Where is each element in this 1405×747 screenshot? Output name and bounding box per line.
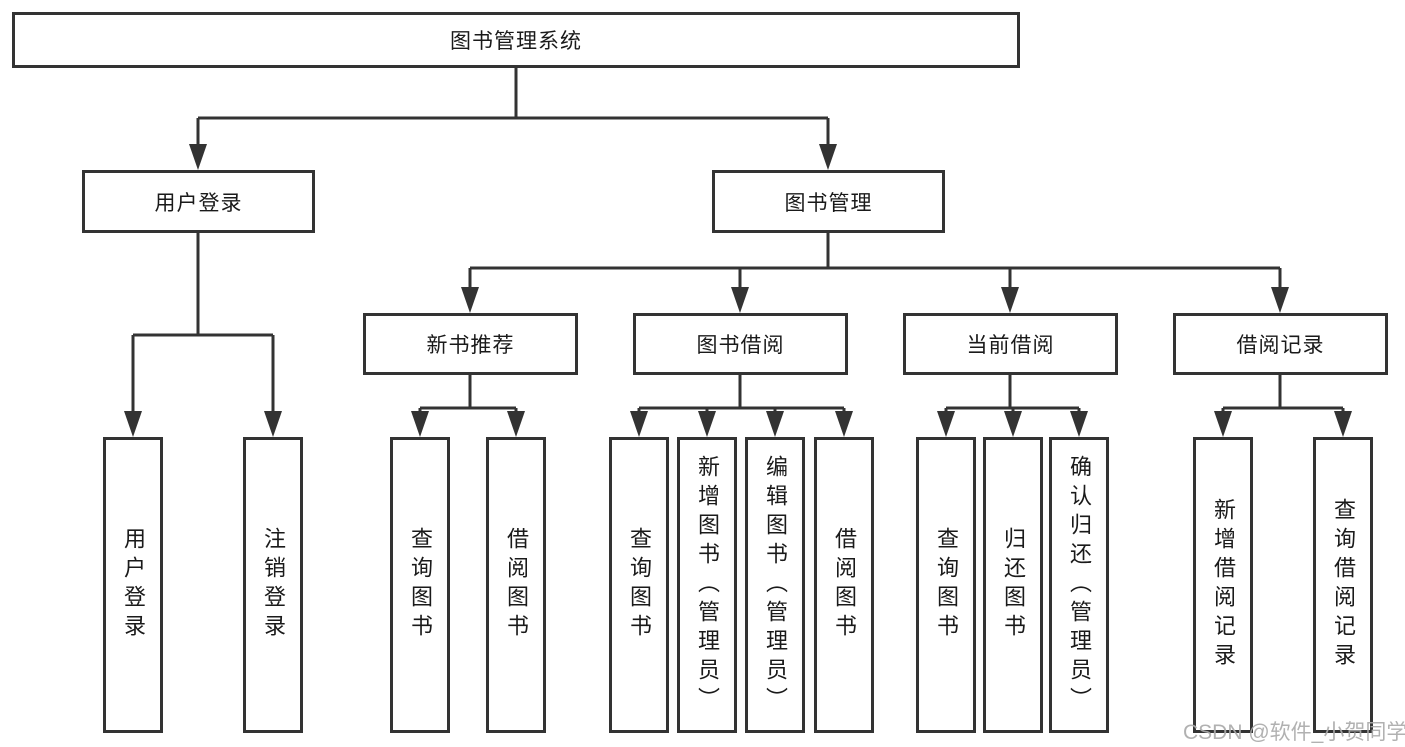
- node-label: 借阅图书: [504, 527, 529, 643]
- arrowhead: [507, 411, 525, 437]
- arrowhead: [731, 287, 749, 313]
- leaf-return-books: 归还图书: [983, 437, 1043, 733]
- arrowhead: [1271, 287, 1289, 313]
- leaf-query-books-recommend: 查询图书: [390, 437, 450, 733]
- leaf-add-book-admin: 新增图书（管理员）: [677, 437, 737, 733]
- node-label: 当前借阅: [966, 334, 1055, 357]
- arrowhead: [189, 144, 207, 170]
- arrowhead: [835, 411, 853, 437]
- node-label: 图书管理系统: [450, 30, 582, 53]
- node-label: 图书借阅: [696, 334, 785, 357]
- node-book-management: 图书管理: [712, 170, 945, 233]
- node-label: 图书管理: [784, 191, 873, 215]
- arrowheads: [124, 144, 1352, 437]
- connector-new-book-leaves: [418, 375, 518, 416]
- arrowhead: [264, 411, 282, 437]
- connector-book-mgmt-to-level3: [468, 233, 1282, 292]
- node-label: 查询图书: [934, 527, 959, 643]
- leaf-logout: 注销登录: [243, 437, 303, 733]
- arrowhead: [411, 411, 429, 437]
- node-library-system: 图书管理系统: [12, 12, 1020, 68]
- arrowhead: [1070, 411, 1088, 437]
- connector-book-borrowing-leaves: [637, 375, 846, 416]
- arrowhead: [766, 411, 784, 437]
- node-current-borrowing: 当前借阅: [903, 313, 1118, 375]
- node-label: 查询借阅记录: [1331, 498, 1356, 672]
- leaf-query-books-current: 查询图书: [916, 437, 976, 733]
- node-label: 新书推荐: [426, 334, 515, 357]
- connector-borrowing-records-leaves: [1221, 375, 1345, 416]
- arrowhead: [124, 411, 142, 437]
- connector-user-login-leaves: [131, 233, 275, 416]
- leaf-borrow-books-borrowing: 借阅图书: [814, 437, 874, 733]
- arrowhead: [698, 411, 716, 437]
- node-book-borrowing: 图书借阅: [633, 313, 848, 375]
- node-label: 注销登录: [261, 527, 286, 643]
- arrowhead: [630, 411, 648, 437]
- connector-root-to-level2: [196, 68, 830, 150]
- csdn-watermark: CSDN @软件_小贺同学: [1183, 721, 1405, 744]
- leaf-add-borrow-record: 新增借阅记录: [1193, 437, 1253, 733]
- node-label: 用户登录: [121, 527, 146, 643]
- node-label: 借阅记录: [1236, 334, 1325, 357]
- node-label: 查询图书: [408, 527, 433, 643]
- node-borrowing-records: 借阅记录: [1173, 313, 1388, 375]
- node-label: 新增借阅记录: [1211, 498, 1236, 672]
- arrowhead: [819, 144, 837, 170]
- node-label: 归还图书: [1001, 527, 1026, 643]
- node-new-book-recommend: 新书推荐: [363, 313, 578, 375]
- node-label: 新增图书（管理员）: [695, 454, 720, 716]
- arrowhead: [937, 411, 955, 437]
- arrowhead: [461, 287, 479, 313]
- node-label: 查询图书: [627, 527, 652, 643]
- arrowhead: [1214, 411, 1232, 437]
- leaf-query-borrow-record: 查询借阅记录: [1313, 437, 1373, 733]
- leaf-confirm-return-admin: 确认归还（管理员）: [1049, 437, 1109, 733]
- leaf-edit-book-admin: 编辑图书（管理员）: [745, 437, 805, 733]
- leaf-query-books-borrowing: 查询图书: [609, 437, 669, 733]
- arrowhead: [1334, 411, 1352, 437]
- leaf-borrow-books-recommend: 借阅图书: [486, 437, 546, 733]
- leaf-user-login: 用户登录: [103, 437, 163, 733]
- arrowhead: [1004, 411, 1022, 437]
- node-user-login: 用户登录: [82, 170, 315, 233]
- node-label: 借阅图书: [832, 527, 857, 643]
- arrowhead: [1001, 287, 1019, 313]
- connector-current-borrowing-leaves: [944, 375, 1081, 416]
- node-label: 用户登录: [154, 191, 243, 215]
- node-label: 编辑图书（管理员）: [763, 454, 788, 716]
- node-label: 确认归还（管理员）: [1067, 454, 1092, 716]
